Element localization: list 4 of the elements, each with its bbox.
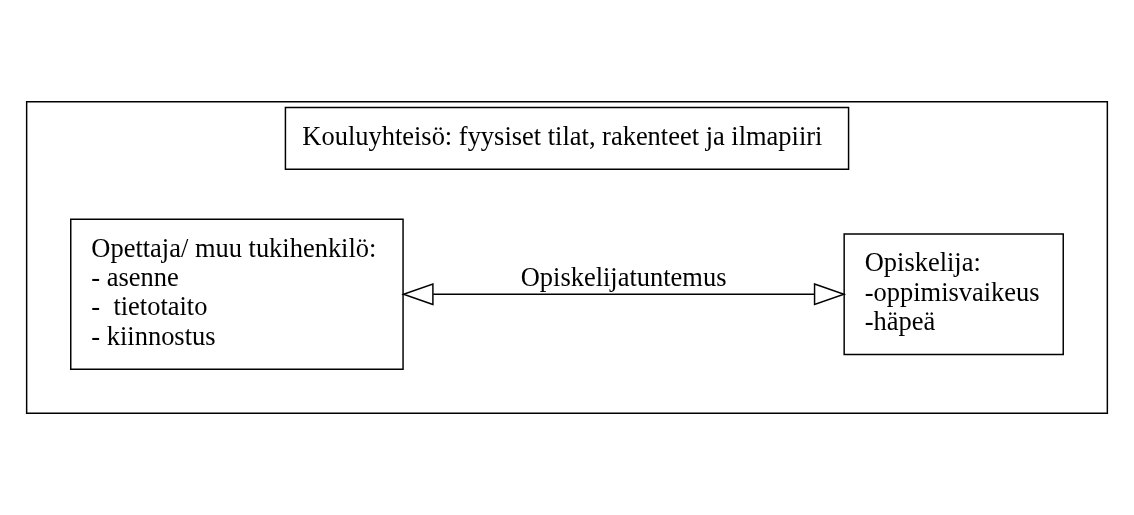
node-box: Opiskelija: -oppimisvaikeus -häpeä bbox=[843, 233, 1064, 356]
arrow bbox=[401, 282, 847, 306]
edge-label: Opiskelijatuntemus bbox=[520, 262, 727, 293]
node-box: Opettaja/ muu tukihenkilö: - asenne - tietotaito - kiinnostus bbox=[70, 218, 404, 370]
